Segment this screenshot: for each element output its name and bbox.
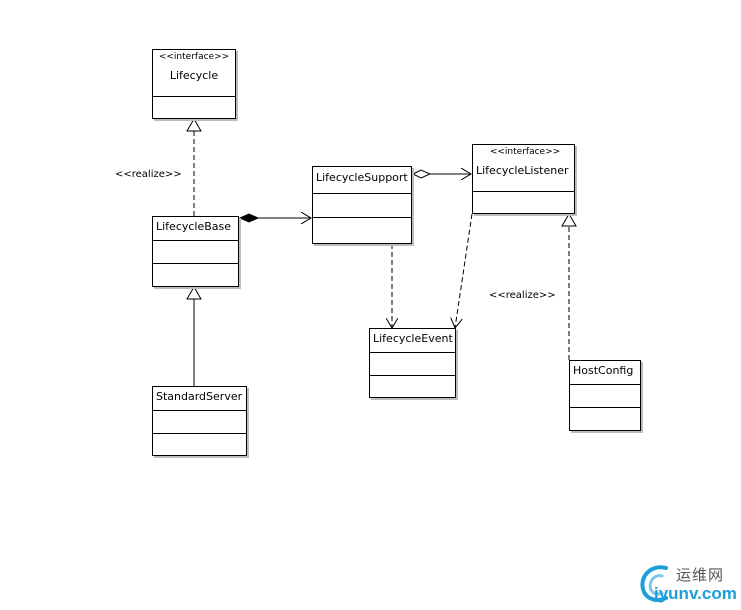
class-operations — [570, 408, 640, 430]
watermark: 运维网 iyunv.com — [636, 560, 737, 606]
class-attributes — [370, 353, 455, 376]
class-header: <<interface>> Lifecycle — [153, 50, 235, 97]
class-operations — [313, 218, 411, 243]
class-attributes — [570, 385, 640, 408]
class-name: LifecycleEvent — [373, 332, 453, 345]
class-host-config[interactable]: HostConfig — [569, 360, 641, 431]
class-standard-server[interactable]: StandardServer — [152, 386, 247, 456]
class-lifecycle-support[interactable]: LifecycleSupport — [312, 166, 412, 244]
class-header: HostConfig — [570, 361, 640, 385]
dependency-listener-to-event — [455, 213, 473, 328]
class-name: StandardServer — [156, 390, 243, 403]
class-lifecycle[interactable]: <<interface>> Lifecycle — [152, 49, 236, 119]
class-operations — [370, 376, 455, 397]
generalization-arrowhead-base — [186, 286, 202, 300]
stereotype-label: <<interface>> — [489, 147, 561, 157]
class-lifecycle-listener[interactable]: <<interface>> LifecycleListener — [472, 144, 575, 214]
class-name: LifecycleListener — [476, 164, 569, 177]
class-header: StandardServer — [153, 387, 246, 411]
watermark-cn-text: 运维网 — [676, 566, 725, 584]
class-attributes — [473, 192, 574, 213]
class-name: HostConfig — [573, 364, 634, 377]
stereotype-label: <<interface>> — [158, 52, 230, 62]
class-header: LifecycleSupport — [313, 167, 411, 194]
realize-arrowhead-lifecycle — [186, 118, 202, 132]
class-lifecycle-base[interactable]: LifecycleBase — [152, 216, 239, 287]
class-name: LifecycleSupport — [316, 171, 408, 184]
realize-label-right: <<realize>> — [489, 290, 556, 301]
class-attributes — [313, 194, 411, 218]
realize-label-left: <<realize>> — [115, 169, 182, 180]
aggregation-diamond — [411, 169, 432, 179]
class-header: <<interface>> LifecycleListener — [473, 145, 574, 192]
class-name: Lifecycle — [169, 69, 219, 82]
class-attributes — [153, 241, 238, 264]
class-operations — [153, 264, 238, 286]
realize-arrowhead-listener — [561, 213, 577, 227]
class-attributes — [153, 411, 246, 434]
composition-diamond — [238, 213, 260, 223]
class-header: LifecycleEvent — [370, 329, 455, 353]
class-header: LifecycleBase — [153, 217, 238, 241]
class-operations — [153, 434, 246, 455]
watermark-logo-icon — [640, 565, 668, 602]
class-lifecycle-event[interactable]: LifecycleEvent — [369, 328, 456, 398]
class-name: LifecycleBase — [156, 220, 232, 233]
watermark-url-text: iyunv.com — [654, 584, 737, 603]
class-attributes — [153, 97, 235, 118]
